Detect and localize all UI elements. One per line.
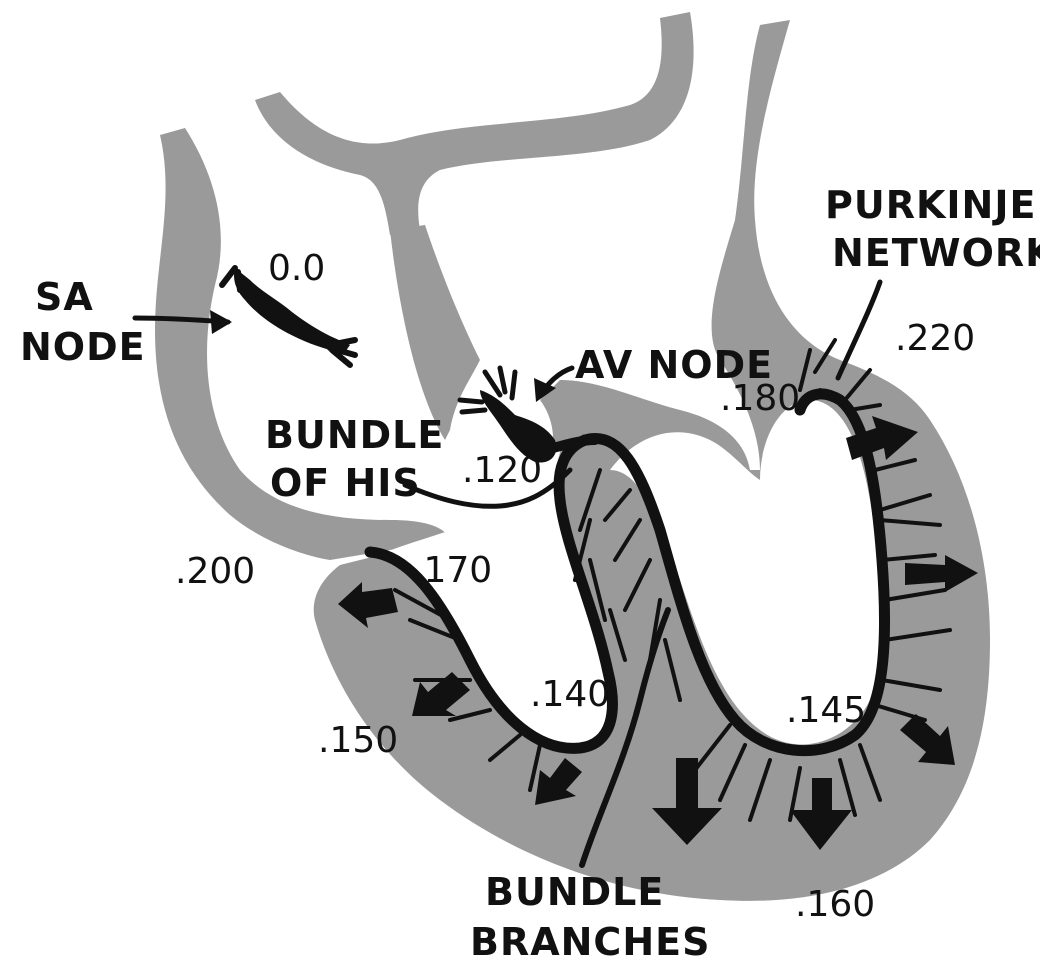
sa-node-head [219,265,243,293]
av-node-fibers [457,365,518,415]
purkinje-pointer [835,279,883,381]
timing-his: .120 [462,450,542,491]
arrow-bottom-left [652,758,722,845]
purkinje-fibers [393,338,952,822]
conduction-system [132,265,952,868]
timing-left-base: .150 [318,720,398,761]
arrow-right-upper [846,416,918,460]
timing-apex: .160 [795,884,875,925]
purkinje-label-line2: NETWORK [832,231,1040,275]
right-ventricle-chamber [610,400,882,745]
timing-right-apex-inner: .145 [786,690,866,731]
purkinje-label-line1: PURKINJE [825,183,1036,227]
timing-right-bundle-top: .180 [720,378,800,419]
bundle-branches-pointer [579,607,671,868]
right-bundle-branch [579,388,891,757]
labels: SA NODE AV NODE BUNDLE OF HIS PURKINJE N… [20,183,1040,964]
bundle-of-his-trunk [540,435,600,455]
av-node-label: AV NODE [575,343,773,387]
left-bundle-branch [364,434,618,754]
left-ventricle-chamber [380,440,610,746]
bundle-of-his-label-line2: OF HIS [270,461,421,505]
arrow-left-upper [338,582,398,628]
timing-septum-left-outer: .200 [175,551,255,592]
sa-node-arrowhead [210,310,232,334]
arrow-right-mid [905,555,978,592]
right-atrium-wall [155,128,450,560]
timing-left-upper: .220 [895,318,975,359]
bundle-of-his-pointer [402,467,573,509]
aorta-wall [255,12,694,235]
bundle-branches-label-line1: BUNDLE [485,870,664,914]
sa-node-label-line2: NODE [20,325,146,369]
timing-sa: 0.0 [268,248,325,289]
bundle-of-his-label-line1: BUNDLE [265,413,444,457]
arrow-bottom-right [790,778,852,850]
av-node-arrowhead [534,378,556,402]
av-node-shape [480,390,557,463]
sa-node-label-line1: SA [35,275,94,319]
arrow-right-low [900,714,955,765]
atrial-septum [390,225,480,440]
sa-node-tail [327,337,358,368]
arrow-left-low [535,758,582,805]
timing-left-apex-inner: .140 [530,674,610,715]
timing-septum-left-inner: .170 [412,550,492,591]
bundle-branches-label-line2: BRANCHES [470,920,710,964]
arrow-left-mid [412,672,470,716]
depolarization-arrows [338,416,978,850]
